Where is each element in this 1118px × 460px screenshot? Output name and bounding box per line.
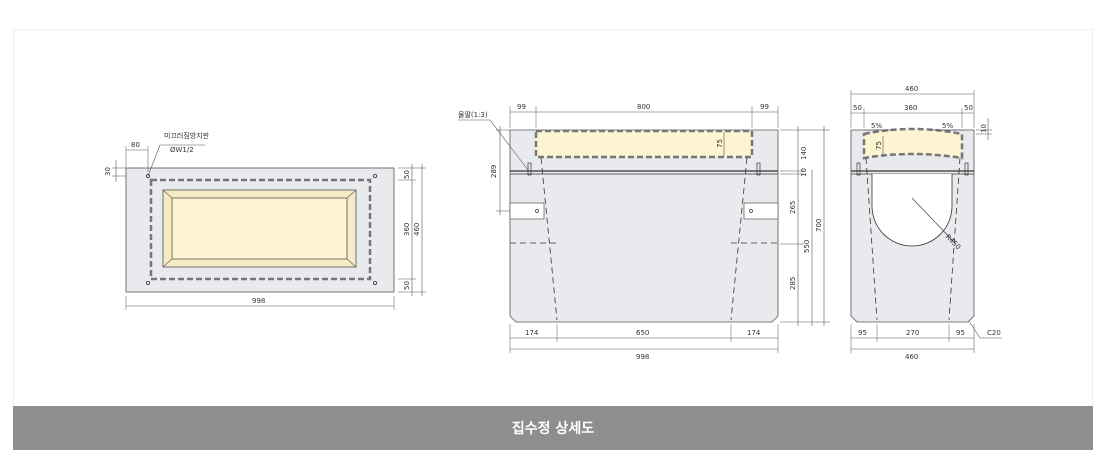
- front-cover: [534, 129, 754, 159]
- front-dim-top-mid: 800: [637, 103, 650, 111]
- anchor-hole: [372, 280, 377, 285]
- caption-title: 집수정 상세도: [511, 421, 595, 437]
- side-dim-small: 10: [980, 124, 988, 133]
- side-dim-bot-right: 95: [956, 329, 965, 337]
- side-dim-bot-mid: 270: [906, 329, 919, 337]
- plan-dim-top-offset: 80: [131, 141, 140, 149]
- side-slope-right: 5%: [942, 122, 953, 130]
- caption-bar: 집수정 상세도: [13, 406, 1093, 450]
- side-slope-left: 5%: [871, 122, 882, 130]
- front-pipe-left: [509, 202, 545, 220]
- side-chamfer: C20: [987, 329, 1001, 337]
- anchor-hole: [145, 280, 150, 285]
- front-dim-bot-right: 174: [747, 329, 761, 337]
- side-dim-bot-total: 460: [905, 353, 918, 361]
- plan-dashed-frame: [149, 178, 372, 281]
- front-dim-bot-mid: 650: [636, 329, 649, 337]
- plan-dim-right-total: 460: [413, 223, 421, 236]
- front-dim-bot-left: 174: [525, 329, 539, 337]
- anchor-hole: [145, 173, 150, 178]
- front-dim-r-700: 700: [815, 219, 823, 232]
- side-view: 75 R450 460 50 360 50 5% 5% 10: [850, 85, 1002, 361]
- side-outlet: [871, 174, 953, 247]
- front-dim-top-left: 99: [517, 103, 526, 111]
- side-dim-cover-depth: 75: [875, 141, 883, 150]
- front-dim-r-285: 285: [789, 277, 797, 290]
- plan-dim-width: 998: [252, 297, 265, 305]
- front-dim-top-right: 99: [760, 103, 769, 111]
- anchor-hole: [372, 173, 377, 178]
- front-dim-bot-total: 998: [636, 353, 649, 361]
- plan-view: 미끄러짐방지판 ØW1/2 80 30 998 50 360 50 460: [104, 131, 426, 310]
- front-dim-r-550: 550: [803, 240, 811, 253]
- front-dim-cover-depth: 75: [716, 139, 724, 148]
- plan-dim-left-offset: 30: [104, 167, 112, 176]
- side-dim-top-left: 50: [853, 104, 862, 112]
- front-pipe-right: [743, 202, 779, 220]
- plan-cover-inner: [171, 197, 348, 260]
- plan-dim-right-bottom: 50: [403, 281, 411, 290]
- side-cover: [862, 127, 964, 160]
- front-dim-r-10: 10: [800, 168, 808, 177]
- side-dim-top-right: 50: [964, 104, 973, 112]
- front-dim-r-265: 265: [789, 201, 797, 214]
- front-dim-r-140: 140: [800, 147, 808, 160]
- front-label-slope: 물딸(1:3): [458, 111, 488, 119]
- plan-label-title: 미끄러짐방지판: [164, 131, 210, 140]
- side-dim-top-total: 460: [905, 85, 918, 93]
- plan-dim-right-mid: 360: [403, 223, 411, 236]
- front-body: [509, 129, 779, 323]
- side-dim-bot-left: 95: [858, 329, 867, 337]
- plan-label-sub: ØW1/2: [170, 146, 194, 154]
- front-view: 75 물딸(1:3) 99 800 99 289: [458, 103, 830, 361]
- plan-dim-right-top: 50: [403, 170, 411, 179]
- front-dim-left: 289: [490, 165, 498, 178]
- side-dim-top-mid: 360: [904, 104, 917, 112]
